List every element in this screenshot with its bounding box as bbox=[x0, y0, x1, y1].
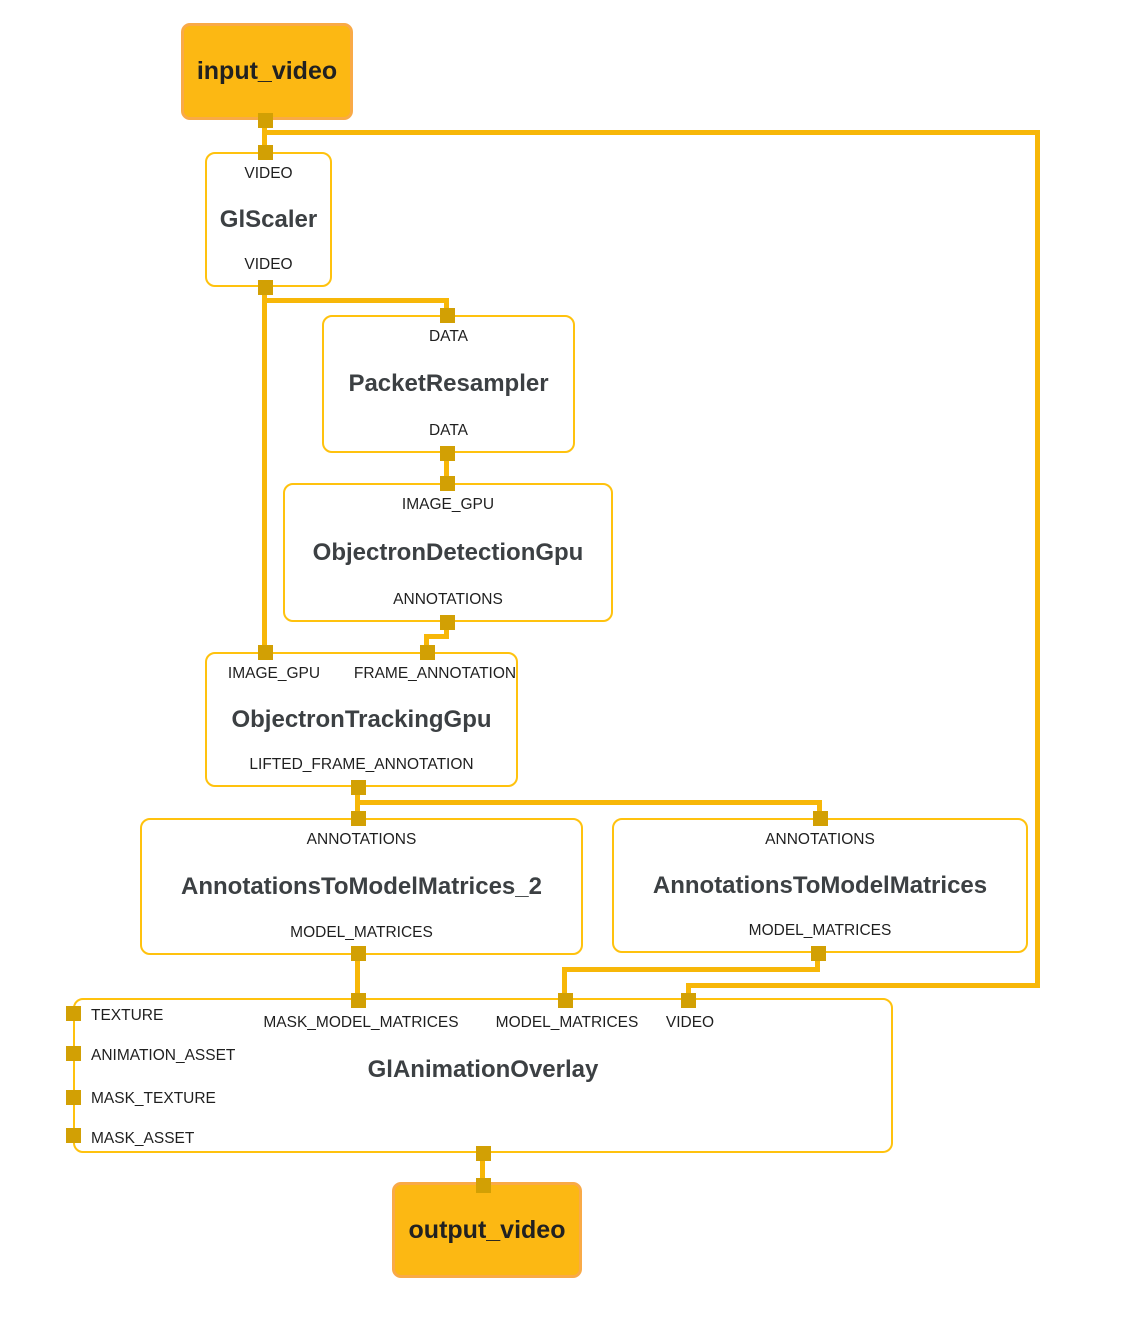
port-detection-imagegpu-in bbox=[440, 476, 455, 491]
port-matrices2-annotations-in bbox=[351, 811, 366, 826]
port-glscaler-video-in bbox=[258, 145, 273, 160]
port-outputvideo-in bbox=[476, 1178, 491, 1193]
tracking-input2-label: FRAME_ANNOTATION bbox=[353, 665, 517, 682]
node-input-video-title: input_video bbox=[196, 57, 338, 85]
edge-matrices-overlay-v2 bbox=[562, 967, 567, 1002]
port-overlay-animationasset-in bbox=[66, 1046, 81, 1061]
edge-glscaler-tracking bbox=[262, 287, 267, 654]
tracking-title: ObjectronTrackingGpu bbox=[231, 706, 492, 733]
port-tracking-frameannotation-in bbox=[420, 645, 435, 660]
matrices2-input-label: ANNOTATIONS bbox=[306, 831, 417, 848]
detection-title: ObjectronDetectionGpu bbox=[312, 538, 584, 566]
node-objectron-detection-gpu[interactable]: IMAGE_GPU ObjectronDetectionGpu ANNOTATI… bbox=[283, 483, 613, 622]
edge-matrices2-overlay bbox=[355, 953, 360, 1002]
edge-detection-tracking-v2 bbox=[424, 634, 429, 654]
edge-tracking-matrices-v bbox=[817, 800, 822, 819]
matrices-input-label: ANNOTATIONS bbox=[765, 831, 875, 848]
port-glscaler-video-out bbox=[258, 280, 273, 295]
edge-matrices-overlay-v1 bbox=[815, 953, 820, 972]
overlay-title: GlAnimationOverlay bbox=[367, 1056, 599, 1083]
port-matrices-annotations-in bbox=[813, 811, 828, 826]
port-matrices-modelmatrices-out bbox=[811, 946, 826, 961]
port-tracking-imagegpu-in bbox=[258, 645, 273, 660]
overlay-mask-texture-label: MASK_TEXTURE bbox=[91, 1090, 216, 1107]
tracking-output-label: LIFTED_FRAME_ANNOTATION bbox=[249, 756, 474, 773]
node-output-video[interactable]: output_video bbox=[392, 1182, 582, 1278]
port-overlay-maskmodelmatrices-in bbox=[351, 993, 366, 1008]
port-detection-annotations-out bbox=[440, 615, 455, 630]
overlay-animation-asset-label: ANIMATION_ASSET bbox=[91, 1047, 236, 1064]
overlay-model-matrices-label: MODEL_MATRICES bbox=[495, 1014, 639, 1031]
edge-tracking-matrices-h bbox=[355, 800, 822, 805]
matrices-output-label: MODEL_MATRICES bbox=[748, 922, 892, 939]
resampler-input-label: DATA bbox=[428, 328, 469, 345]
edge-inputvideo-overlay-h2 bbox=[686, 983, 1040, 988]
node-annotations-to-model-matrices-2[interactable]: ANNOTATIONS AnnotationsToModelMatrices_2… bbox=[140, 818, 583, 955]
matrices-title: AnnotationsToModelMatrices bbox=[652, 871, 988, 899]
edge-overlay-outputvideo bbox=[480, 1150, 485, 1184]
edge-detection-tracking-h bbox=[424, 634, 449, 639]
glscaler-input-label: VIDEO bbox=[244, 165, 293, 182]
tracking-input-row: IMAGE_GPU FRAME_ANNOTATION bbox=[213, 665, 516, 684]
edge-inputvideo-overlay-v1 bbox=[1035, 130, 1040, 988]
node-gl-animation-overlay[interactable]: TEXTURE ANIMATION_ASSET MASK_TEXTURE MAS… bbox=[73, 998, 893, 1153]
overlay-mask-model-matrices-label: MASK_MODEL_MATRICES bbox=[263, 1014, 459, 1031]
overlay-video-label: VIDEO bbox=[665, 1014, 715, 1031]
port-overlay-video-in bbox=[681, 993, 696, 1008]
edge-resampler-detection bbox=[444, 453, 449, 485]
edge-inputvideo-overlay-h1 bbox=[262, 130, 1040, 135]
port-matrices2-modelmatrices-out bbox=[351, 946, 366, 961]
resampler-output-label: DATA bbox=[428, 422, 469, 439]
matrices2-output-label: MODEL_MATRICES bbox=[290, 924, 433, 941]
node-output-video-title: output_video bbox=[408, 1215, 566, 1244]
edge-glscaler-resampler-v bbox=[444, 298, 449, 317]
node-input-video[interactable]: input_video bbox=[181, 23, 353, 120]
node-gl-scaler[interactable]: VIDEO GlScaler VIDEO bbox=[205, 152, 332, 287]
port-resampler-data-in bbox=[440, 308, 455, 323]
port-overlay-maskasset-in bbox=[66, 1128, 81, 1143]
port-resampler-data-out bbox=[440, 446, 455, 461]
edge-inputvideo-glscaler bbox=[262, 120, 267, 154]
port-inputvideo-out bbox=[258, 113, 273, 128]
port-overlay-modelmatrices-in bbox=[558, 993, 573, 1008]
detection-input-label: IMAGE_GPU bbox=[401, 496, 495, 513]
matrices2-title: AnnotationsToModelMatrices_2 bbox=[181, 872, 542, 900]
edge-detection-tracking-v1 bbox=[444, 622, 449, 639]
tracking-input1-label: IMAGE_GPU bbox=[227, 665, 321, 682]
edge-inputvideo-overlay-v2 bbox=[686, 983, 691, 1000]
edge-glscaler-resampler-h bbox=[262, 298, 449, 303]
resampler-title: PacketResampler bbox=[348, 370, 549, 397]
overlay-texture-label: TEXTURE bbox=[91, 1007, 164, 1024]
overlay-mask-asset-label: MASK_ASSET bbox=[91, 1130, 195, 1147]
node-packet-resampler[interactable]: DATA PacketResampler DATA bbox=[322, 315, 575, 453]
node-objectron-tracking-gpu[interactable]: IMAGE_GPU FRAME_ANNOTATION ObjectronTrac… bbox=[205, 652, 518, 787]
node-annotations-to-model-matrices[interactable]: ANNOTATIONS AnnotationsToModelMatrices M… bbox=[612, 818, 1028, 953]
port-overlay-out bbox=[476, 1146, 491, 1161]
port-overlay-texture-in bbox=[66, 1006, 81, 1021]
port-overlay-masktexture-in bbox=[66, 1090, 81, 1105]
port-tracking-lifted-out bbox=[351, 780, 366, 795]
glscaler-title: GlScaler bbox=[219, 205, 318, 233]
detection-output-label: ANNOTATIONS bbox=[393, 591, 503, 608]
glscaler-output-label: VIDEO bbox=[244, 256, 293, 273]
edge-matrices-overlay-h bbox=[562, 967, 820, 972]
